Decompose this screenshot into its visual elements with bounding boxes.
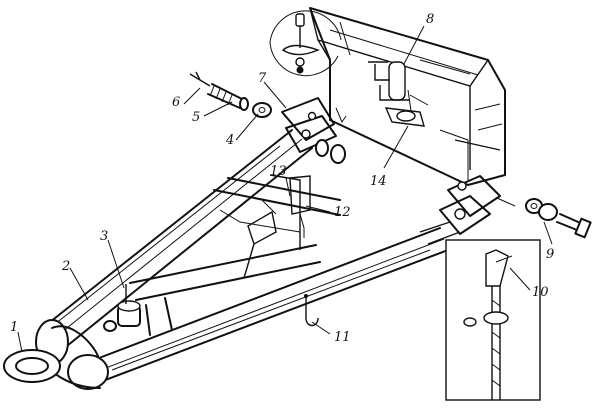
hook-11: [304, 294, 319, 327]
label-11: 11: [334, 330, 351, 345]
drawbar-frame: [39, 129, 449, 383]
label-1: 1: [10, 320, 18, 335]
safety-bracket-12-13: [243, 175, 311, 279]
label-4: 4: [225, 133, 234, 148]
towing-eye: [3, 349, 61, 383]
label-14: 14: [370, 174, 387, 189]
nut-4: [252, 102, 272, 118]
inset-detail-circle: [269, 10, 342, 77]
inset-chain-detail: [445, 239, 541, 401]
label-5: 5: [192, 110, 200, 125]
rear-clevis: [419, 175, 516, 245]
label-12: 12: [334, 205, 351, 220]
label-9: 9: [546, 247, 554, 262]
tractor-frame-bracket: [309, 7, 506, 186]
label-8: 8: [426, 12, 434, 27]
label-2: 2: [61, 259, 70, 274]
spring-pin-5-6: [189, 71, 249, 111]
callout-labels: 1 2 3 4 5 6 7 8 9 10 11 12 13 14: [10, 12, 554, 345]
latch-pin-assembly: [368, 61, 429, 127]
bolt-assembly-9: [525, 198, 592, 239]
label-13: 13: [270, 164, 287, 179]
label-3: 3: [100, 229, 108, 244]
nut-washer-3: [103, 284, 141, 332]
front-clevis-7: [281, 97, 347, 164]
leader-lines: [17, 25, 553, 353]
label-7: 7: [258, 71, 267, 86]
label-6: 6: [172, 95, 180, 110]
label-10: 10: [532, 285, 549, 300]
